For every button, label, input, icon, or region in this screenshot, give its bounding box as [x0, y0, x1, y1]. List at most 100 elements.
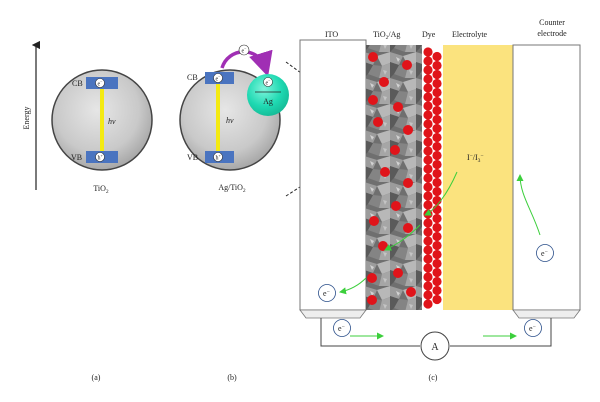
dye-molecule	[423, 299, 433, 309]
energy-axis-label: Energy	[22, 107, 31, 130]
dye-molecule	[432, 105, 442, 116]
electron-b	[213, 73, 223, 83]
dye-molecule	[432, 258, 442, 269]
dye-molecule	[423, 101, 433, 111]
dye-molecule	[432, 240, 442, 251]
electron-transfer-e	[238, 44, 250, 56]
dye-molecule	[432, 231, 442, 242]
cb-label-a: CB	[72, 79, 83, 88]
dye-molecule	[423, 155, 433, 165]
dye-molecule	[423, 227, 433, 237]
dye-molecule	[423, 146, 433, 156]
ag-label: Ag	[263, 97, 273, 106]
dye-molecule	[423, 290, 433, 300]
dye-molecule	[432, 204, 442, 215]
electrolyte-to-dye-arrow	[424, 171, 458, 216]
hole-b	[213, 152, 223, 162]
dye-molecule	[423, 83, 433, 93]
hv-label-b: hν	[226, 116, 234, 125]
ito-collect-arrow	[339, 277, 367, 295]
redox-couple-label: I−/I3−	[467, 153, 484, 164]
electrolyte-label: Electrolyte	[452, 30, 488, 39]
hv-label-a: hν	[108, 117, 116, 126]
electron-wire-left	[333, 319, 351, 337]
dye-molecule	[432, 249, 442, 260]
electrolyte-region	[443, 45, 513, 310]
electron-ito-label: e−	[323, 289, 330, 298]
vb-label-b: VB	[187, 153, 198, 162]
dye-layer	[423, 47, 442, 309]
cb-label-b: CB	[187, 73, 198, 82]
electron-wire-right	[524, 319, 542, 337]
dye-molecule	[432, 177, 442, 188]
dye-molecule	[423, 182, 433, 192]
electron-counter	[536, 244, 554, 262]
dye-molecule	[432, 276, 442, 287]
dye-molecule	[432, 267, 442, 278]
electron-wire-right-label: e−	[529, 324, 536, 333]
dye-molecule	[423, 128, 433, 138]
electron-wire-left-label: e−	[338, 324, 345, 333]
dye-molecule	[423, 245, 433, 255]
hole-a-label: h+	[98, 153, 104, 162]
dye-molecule	[423, 272, 433, 282]
dye-molecule	[423, 110, 433, 120]
dye-molecule	[432, 294, 442, 305]
electron-a	[95, 78, 105, 88]
excitation-arrow-b	[216, 84, 220, 152]
electron-b-label: e−	[216, 74, 222, 83]
dye-molecule	[432, 51, 442, 62]
ag-nanoparticle	[247, 74, 289, 116]
caption-a: (a)	[92, 373, 101, 382]
hole-b-label: h+	[216, 153, 222, 162]
counter-electrode	[512, 44, 581, 311]
counter-electrode-label-2: electrode	[537, 29, 567, 38]
dye-molecule	[432, 78, 442, 89]
dye-molecule	[432, 213, 442, 224]
hole-a	[95, 152, 105, 162]
dye-molecule	[423, 65, 433, 75]
caption-b: (b)	[227, 373, 237, 382]
electron-ito	[318, 284, 336, 302]
dye-molecule	[423, 119, 433, 129]
dye-molecule	[423, 236, 433, 246]
ag-nanoparticles-in-film	[367, 52, 416, 305]
panel-b: CB e− e− e− Ag hν VB h+ Ag/TiO2 (b)	[179, 44, 289, 382]
dye-molecule	[423, 254, 433, 264]
dye-molecule	[432, 168, 442, 179]
ito-electrode	[299, 39, 367, 311]
vb-label-a: VB	[71, 153, 82, 162]
dye-molecule	[423, 191, 433, 201]
ammeter	[420, 331, 450, 361]
caption-c: (c)	[429, 373, 438, 382]
external-circuit-wire-right	[450, 318, 552, 347]
dye-molecule	[423, 263, 433, 273]
dye-molecule	[423, 281, 433, 291]
dye-molecule	[432, 114, 442, 125]
dye-label: Dye	[422, 30, 436, 39]
counter-electrode-bevel	[512, 309, 581, 319]
dye-molecule	[432, 69, 442, 80]
dye-molecule	[423, 173, 433, 183]
dye-molecule	[432, 123, 442, 134]
panel-a: Energy CB e− hν VB h+ TiO2 (a)	[22, 40, 153, 382]
dye-molecule	[432, 87, 442, 98]
dye-molecule	[423, 56, 433, 66]
ag-electron	[263, 77, 273, 87]
dye-molecule	[423, 74, 433, 84]
counter-to-electrolyte-arrow	[516, 174, 541, 236]
dye-molecule	[423, 47, 433, 57]
dye-molecule	[423, 164, 433, 174]
tio2-ag-label: TiO2/Ag	[373, 30, 400, 41]
dye-molecule	[432, 150, 442, 161]
ito-electrode-bevel	[299, 309, 367, 319]
electron-a-label: e−	[98, 79, 104, 88]
dye-molecule	[432, 222, 442, 233]
dye-molecule	[423, 92, 433, 102]
panel-c: ITO TiO2/Ag Dye Electrolyte I−/I3− Count…	[299, 18, 581, 382]
dye-molecule	[432, 96, 442, 107]
ito-label: ITO	[325, 30, 338, 39]
dye-molecule	[432, 60, 442, 71]
dye-molecule	[432, 141, 442, 152]
